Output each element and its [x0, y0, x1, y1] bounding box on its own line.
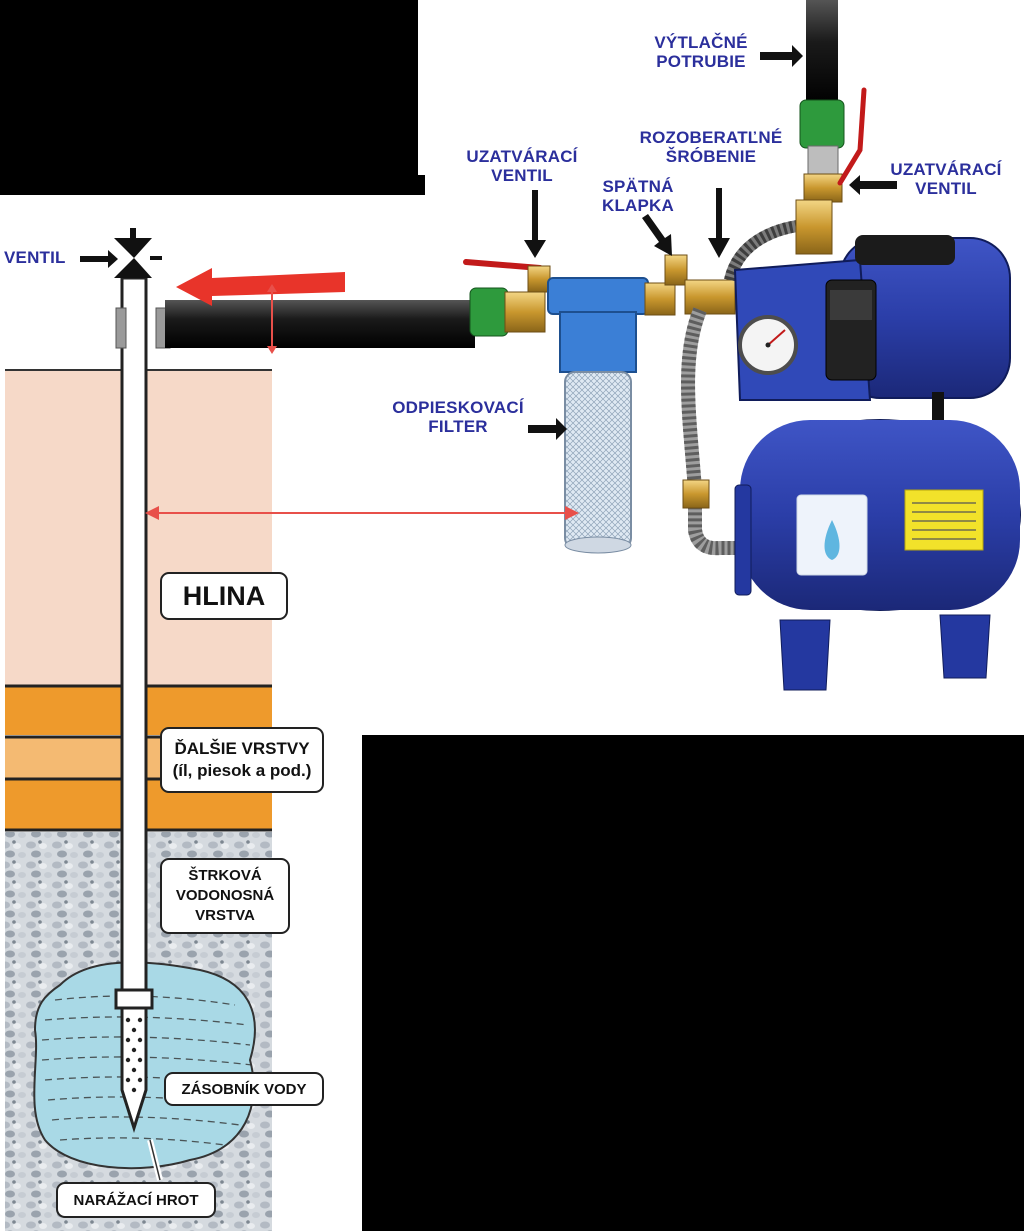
label-min-slope: MIN. 2%: [230, 257, 293, 274]
mask-bottom-right: [362, 735, 1024, 1231]
box-line: (íl, piesok a pod.): [172, 761, 312, 780]
box-line: ĎALŠIE VRSTVY: [174, 739, 310, 758]
pressure-gauge-icon: [738, 315, 798, 375]
label-line: SPÄTNÁ: [602, 177, 674, 196]
label-line: ROZOBERATĽNÉ: [639, 128, 783, 147]
label-uzatvaraci-ventil-1: UZATVÁRACÍ VENTIL: [452, 147, 592, 185]
label-line: VENTIL: [491, 166, 553, 185]
layer-label-dalsie-vrstvy: ĎALŠIE VRSTVY (íl, piesok a pod.): [160, 727, 324, 793]
box-line: VODONOSNÁ: [175, 887, 275, 904]
discharge-pipe: [806, 0, 838, 105]
label-spatna-klapka: SPÄTNÁ KLAPKA: [590, 177, 686, 215]
layer-label-strkova-vrstva: ŠTRKOVÁ VODONOSNÁ VRSTVA: [160, 858, 290, 934]
layer-label-narazaci-hrot: NARÁŽACÍ HROT: [56, 1182, 216, 1218]
pump-icon: [733, 235, 1011, 432]
box-line: VRSTVA: [195, 907, 255, 924]
label-line: VENTIL: [915, 179, 977, 198]
label-line: ŠRÓBENIE: [665, 147, 757, 166]
label-vytlacne-potrubie: VÝTLAČNÉ POTRUBIE: [640, 33, 762, 71]
label-ventil: VENTIL: [4, 248, 66, 267]
filter-body: [564, 371, 632, 549]
valve-icon: [114, 228, 162, 278]
label-line: KLAPKA: [601, 196, 675, 215]
layer-label-zasobnik-vody: ZÁSOBNÍK VODY: [164, 1072, 324, 1106]
label-line: POTRUBIE: [656, 52, 746, 71]
suction-pipe: [165, 300, 475, 348]
pipe-coupling: [114, 988, 154, 1010]
label-rozoberatelne-srobenie: ROZOBERATĽNÉ ŠRÓBENIE: [626, 128, 796, 166]
pressure-tank: [734, 419, 1021, 691]
slope-arrow-icon: [176, 268, 345, 306]
label-line: UZATVÁRACÍ: [466, 147, 578, 166]
layer-label-hlina: HLINA: [160, 572, 288, 620]
mask-top-left-2: [0, 175, 425, 195]
label-line: VÝTLAČNÉ: [654, 33, 748, 52]
label-odpieskovaci-filter: ODPIESKOVACÍ FILTER: [388, 398, 528, 436]
label-line: FILTER: [428, 417, 488, 436]
well-pipe: [120, 276, 148, 995]
filter-head: [547, 277, 649, 315]
callout-arrows: [80, 45, 897, 440]
label-uzatvaraci-ventil-2: UZATVÁRACÍ VENTIL: [876, 160, 1016, 198]
label-line: UZATVÁRACÍ: [890, 160, 1002, 179]
box-line: ŠTRKOVÁ: [188, 867, 262, 884]
label-line: ODPIESKOVACÍ: [392, 398, 524, 417]
mask-top-left: [0, 0, 418, 175]
